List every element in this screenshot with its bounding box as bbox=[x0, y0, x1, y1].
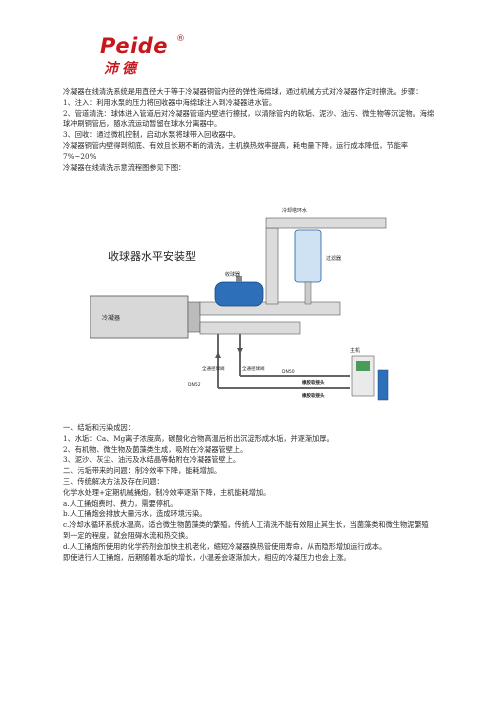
condenser-body bbox=[90, 295, 189, 339]
cause-sediment: 3、泥沙、灰尘、油污及水结晶等黏附在冷凝器管壁上。 bbox=[63, 455, 241, 465]
issue-d: d.人工捅炮所使用的化学药剂会加快主机老化，缩短冷凝器换热管使用寿命，从而隐形增… bbox=[63, 541, 387, 551]
label-hose-joint-2: 橡胶软接头 bbox=[302, 392, 325, 399]
label-cooling-tower-return: 冷却塔环水 bbox=[282, 207, 307, 214]
analysis-section: 一、结垢和污染成因： 1、水垢：Ca、Mg离子浓度高，碳酸化合物高温后析出沉淀形… bbox=[63, 423, 435, 563]
condenser-flange bbox=[187, 301, 201, 333]
label-valve-outlet: 全通径球阀 bbox=[202, 365, 225, 372]
intro-benefit: 冷凝器铜管内壁得到彻底、有效且长期不断的清洗，主机换热效率提高，耗电量下降，运行… bbox=[63, 140, 409, 161]
collector-valve bbox=[236, 276, 242, 282]
label-collector: 收球器 bbox=[225, 271, 240, 278]
traditional-summary: 化学水处理+定期机械捅炮，制冷效率逐渐下降，主机能耗增加。 bbox=[63, 487, 271, 497]
riser-pipe bbox=[265, 227, 279, 305]
cause-scale: 1、水垢：Ca、Mg离子浓度高，碳酸化合物高温后析出沉淀形成水垢，并逐渐加厚。 bbox=[63, 433, 334, 443]
issue-a: a.人工捅炮费时、费力，需要停机。 bbox=[63, 498, 178, 508]
flow-arrow-up-icon bbox=[215, 352, 221, 358]
intro-paragraph: 冷凝器在线清洗系统是用直径大于等于冷凝器铜管内径的弹性海绵球，通过机械方式对冷凝… bbox=[63, 87, 423, 96]
logo-text-cn: 沛德 bbox=[104, 61, 140, 77]
section-heading-causes: 一、结垢和污染成因： bbox=[63, 423, 135, 432]
label-valve-inlet: 全通径球阀 bbox=[242, 365, 265, 372]
brand-logo: Peide ® 沛德 bbox=[100, 34, 200, 77]
intro-step-inject: 1、注入：利用水泵的压力将回收器中海绵球注入到冷凝器进水管。 bbox=[63, 97, 277, 107]
label-dn50: DN50 bbox=[282, 369, 295, 375]
issue-b: b.人工捅炮会排放大量污水，造成环境污染。 bbox=[63, 509, 207, 519]
cause-organic: 2、有机物、微生物及菌藻类生成，吸附在冷凝器管壁上。 bbox=[63, 444, 248, 454]
label-condenser: 冷凝器 bbox=[102, 314, 120, 322]
section-heading-traditional: 三、传统解决方法及存在问题： bbox=[63, 476, 164, 486]
flow-arrow-down-icon bbox=[237, 348, 243, 354]
label-hose-joint-1: 橡胶软接头 bbox=[302, 379, 325, 386]
closing-note: 即使进行人工捅炮，后期随着水垢的增长，小温差会逐渐加大，相应的冷凝压力也会上涨。 bbox=[63, 552, 351, 562]
intro-step-recover: 3、回收：通过微机控制，启动水泵将球带入回收器中。 bbox=[63, 130, 241, 140]
diagram-title: 收球器水平安装型 bbox=[108, 249, 196, 263]
host-panel-icon bbox=[356, 361, 370, 371]
label-dn52: DN52 bbox=[188, 382, 201, 388]
logo-registered-mark: ® bbox=[176, 34, 185, 44]
top-pipe bbox=[265, 217, 387, 229]
intro-figure-ref: 冷凝器在线清洗示意流程图参见下图： bbox=[63, 162, 186, 172]
issue-c: c.冷却水循环系统水温高，适合微生物菌藻类的繁殖，传统人工清洗不能有效阻止其生长… bbox=[63, 520, 429, 540]
pump-icon bbox=[377, 369, 389, 401]
label-host: 主机 bbox=[350, 347, 360, 354]
cleaning-system-diagram: 收球器水平安装型 冷凝器 收球器 过滤器 冷却塔环水 主机 全通径球阀 全通径球… bbox=[90, 198, 410, 412]
logo-text-en: Peide bbox=[100, 34, 169, 58]
label-filter: 过滤器 bbox=[326, 255, 341, 262]
intro-section: 冷凝器在线清洗系统是用直径大于等于冷凝器铜管内径的弹性海绵球，通过机械方式对冷凝… bbox=[63, 87, 435, 173]
filter-drop-pipe bbox=[304, 281, 312, 305]
filter-body bbox=[294, 229, 322, 283]
section-heading-problems: 二、污垢带来的问题：制冷效率下降，能耗增加。 bbox=[63, 466, 222, 476]
diagram-svg: 收球器水平安装型 冷凝器 收球器 过滤器 冷却塔环水 主机 全通径球阀 全通径球… bbox=[90, 207, 389, 401]
intro-step-clean: 2、管道清洗：球体进入管道后对冷凝器管道内壁进行擦拭，以清除管内的软垢、泥沙、油… bbox=[63, 108, 435, 129]
ball-collector bbox=[214, 281, 264, 307]
lower-pipe bbox=[199, 321, 301, 335]
